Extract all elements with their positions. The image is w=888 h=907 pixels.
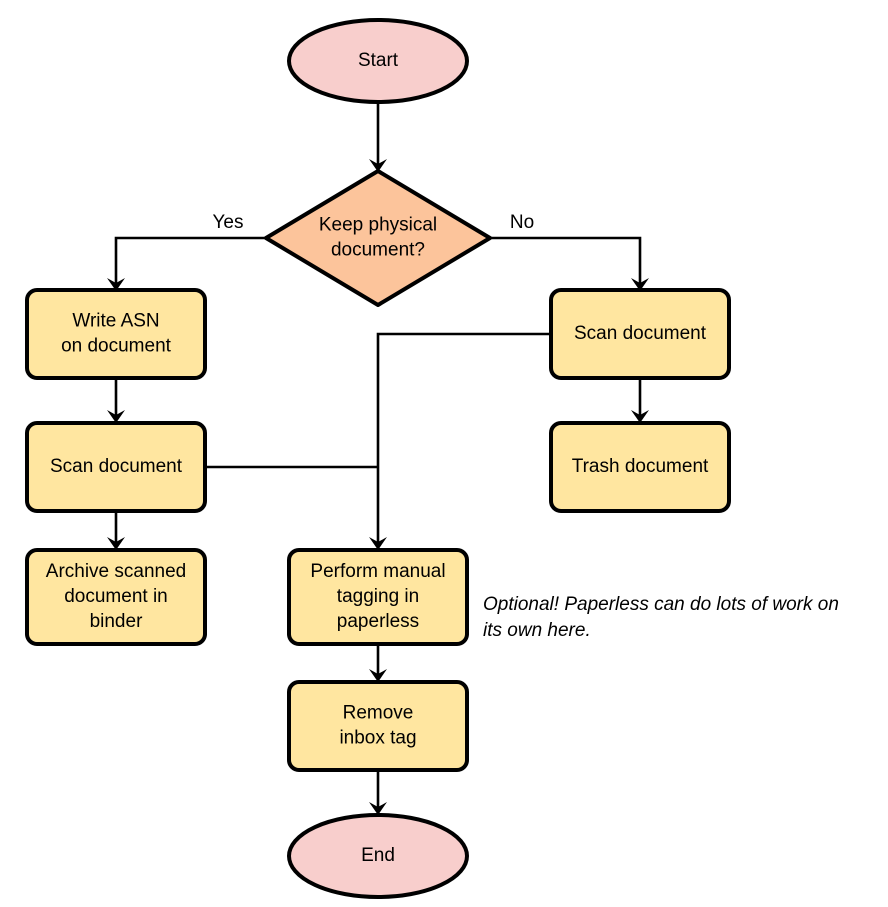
node-label: tagging in xyxy=(337,586,419,607)
node-keep-physical-document[interactable]: Keep physical document? xyxy=(264,169,492,307)
node-write-asn-on-document[interactable]: Write ASN on document xyxy=(25,288,207,380)
node-scan-document-left[interactable]: Scan document xyxy=(25,421,207,513)
edge-start-to-decision xyxy=(369,102,387,172)
edge-label-decision-no-to-scan-document-right: No xyxy=(510,212,534,233)
process-shape xyxy=(549,288,731,380)
edge-decision-yes-to-write-asn: Yes xyxy=(107,212,266,291)
node-label: Trash document xyxy=(572,456,709,477)
node-label: document? xyxy=(331,240,425,261)
decision-shape xyxy=(264,169,492,307)
node-label: Start xyxy=(358,50,399,71)
edge-line xyxy=(376,332,551,544)
arrowhead-icon xyxy=(369,802,387,815)
arrowhead-icon xyxy=(369,159,387,172)
arrowhead-icon xyxy=(369,669,387,682)
edge-scan-document-right-to-manual-tagging xyxy=(369,332,551,550)
edge-line xyxy=(490,236,642,284)
annotation-line: its own here. xyxy=(483,620,591,641)
annotation-line: Optional! Paperless can do lots of work … xyxy=(483,594,839,615)
annotation-optional-note: Optional! Paperless can do lots of work … xyxy=(483,594,839,641)
node-label: Perform manual xyxy=(310,561,445,582)
node-label: binder xyxy=(90,611,143,632)
arrowhead-icon xyxy=(107,537,125,550)
node-perform-manual-tagging-in-paperless[interactable]: Perform manual tagging in paperless xyxy=(287,548,469,646)
edge-scan-document-right-to-trash xyxy=(631,378,649,423)
edge-remove-inbox-tag-to-end xyxy=(369,770,387,815)
node-trash-document[interactable]: Trash document xyxy=(549,421,731,513)
arrowhead-icon xyxy=(107,278,125,291)
node-label: Write ASN xyxy=(72,311,159,332)
arrowhead-icon xyxy=(631,278,649,291)
node-label: End xyxy=(361,845,395,866)
edge-line xyxy=(114,236,266,284)
node-start[interactable]: Start xyxy=(287,18,469,104)
node-label: Remove xyxy=(343,703,414,724)
node-archive-scanned-document-in-binder[interactable]: Archive scanned document in binder xyxy=(25,548,207,646)
node-label: Keep physical xyxy=(319,215,437,236)
node-label: Archive scanned xyxy=(46,561,186,582)
node-remove-inbox-tag[interactable]: Remove inbox tag xyxy=(287,680,469,772)
edges-layer: Yes No xyxy=(107,102,649,815)
process-shape xyxy=(25,421,207,513)
edge-decision-no-to-scan-document-right: No xyxy=(490,212,649,291)
arrowhead-icon xyxy=(107,410,125,423)
process-shape xyxy=(287,548,469,646)
process-shape xyxy=(549,421,731,513)
node-scan-document-right[interactable]: Scan document xyxy=(549,288,731,380)
edge-manual-tagging-to-remove-inbox-tag xyxy=(369,644,387,682)
edge-scan-document-left-to-archive xyxy=(107,511,125,550)
node-label: paperless xyxy=(337,611,419,632)
process-shape xyxy=(287,680,469,772)
terminator-shape xyxy=(287,18,469,104)
annotations-layer: Optional! Paperless can do lots of work … xyxy=(483,594,839,641)
process-shape xyxy=(25,548,207,646)
node-label: Scan document xyxy=(50,456,183,477)
edge-write-asn-to-scan-document-left xyxy=(107,378,125,423)
node-end[interactable]: End xyxy=(287,813,469,899)
terminator-shape xyxy=(287,813,469,899)
process-shape xyxy=(25,288,207,380)
edge-label-decision-yes-to-write-asn: Yes xyxy=(213,212,244,233)
node-label: Scan document xyxy=(574,323,707,344)
arrowhead-icon xyxy=(369,537,387,550)
arrowhead-icon xyxy=(631,410,649,423)
node-label: inbox tag xyxy=(339,728,416,749)
node-label: document in xyxy=(64,586,168,607)
node-label: on document xyxy=(61,336,172,357)
